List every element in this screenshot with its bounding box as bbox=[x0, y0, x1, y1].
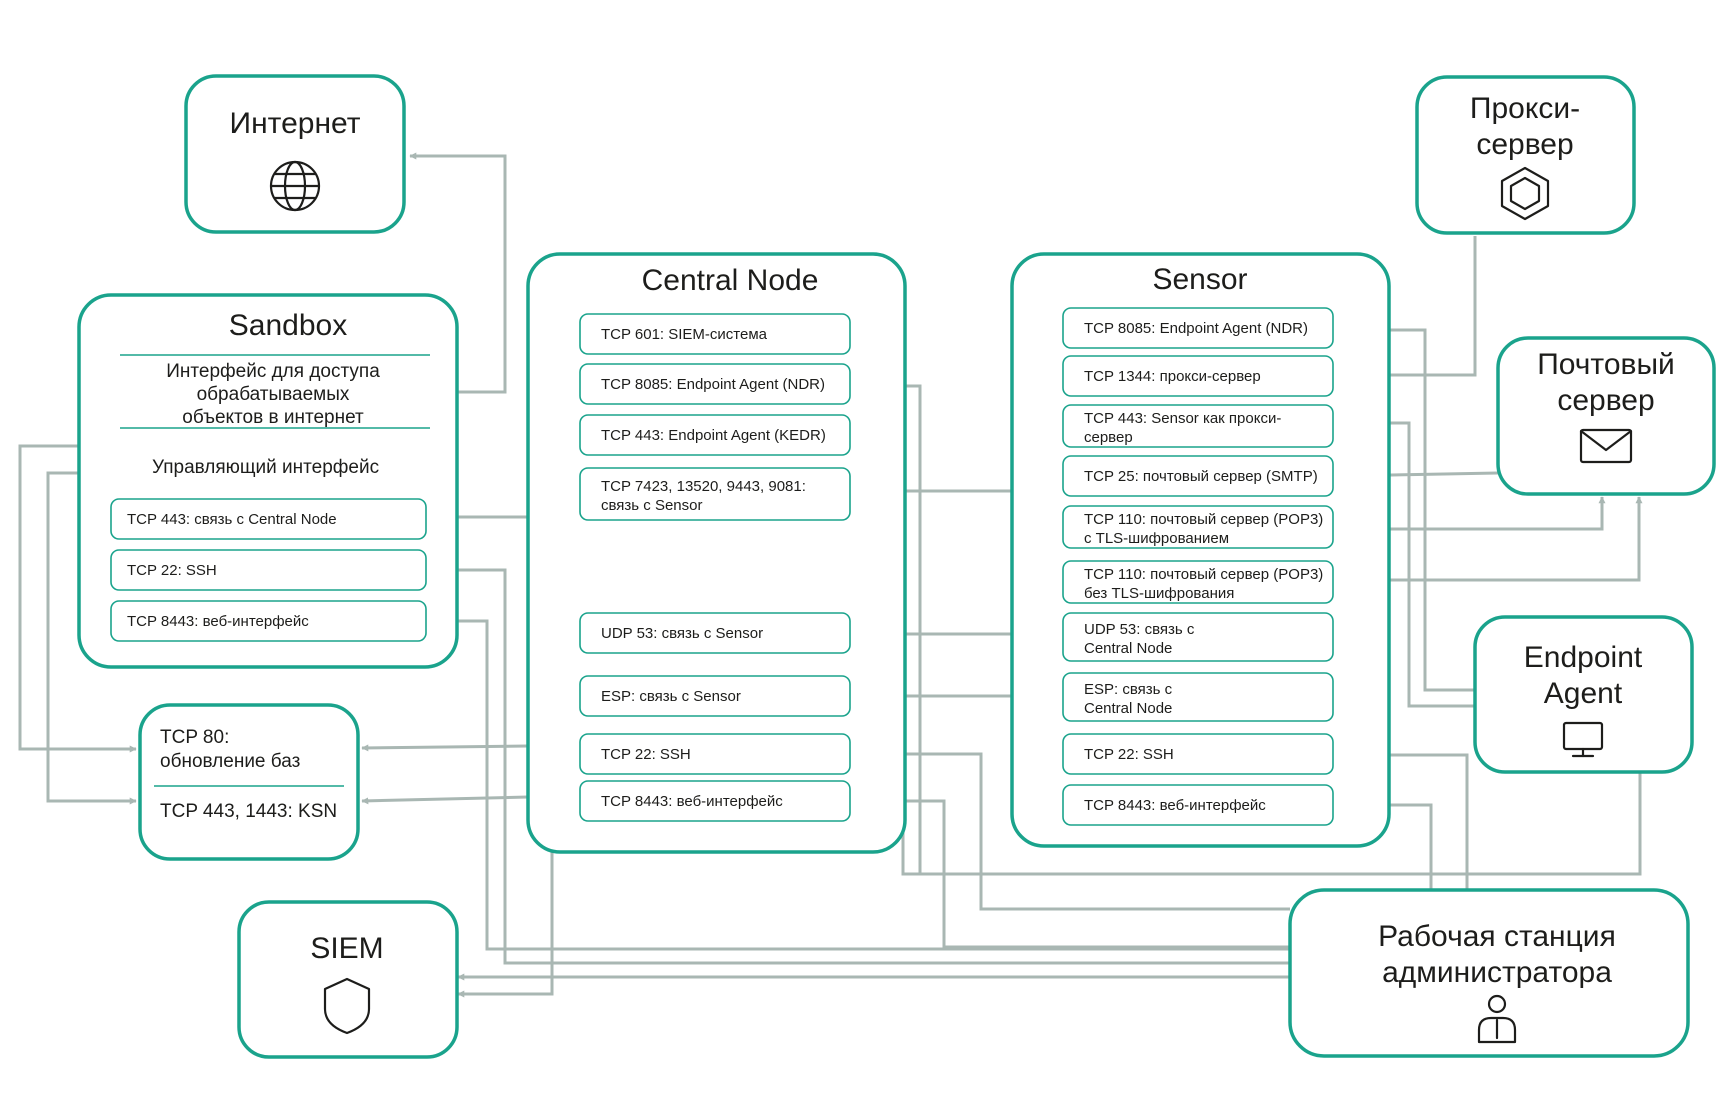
sensor-port-10-label: TCP 8443: веб-интерфейс bbox=[1084, 797, 1266, 814]
central-port-1: TCP 601: SIEM-система bbox=[579, 313, 851, 355]
proxy-title-line2: сервер bbox=[1476, 128, 1573, 161]
connector-central-ksn bbox=[361, 795, 529, 805]
central-port-2-label: TCP 8085: Endpoint Agent (NDR) bbox=[601, 376, 825, 393]
sensor-port-9-label: TCP 22: SSH bbox=[1084, 746, 1174, 763]
mail-title-line2: сервер bbox=[1557, 384, 1654, 417]
user-icon bbox=[1477, 994, 1517, 1044]
central-title: Central Node bbox=[642, 264, 819, 297]
sandbox-port-2-label: TCP 22: SSH bbox=[127, 562, 217, 579]
sensor-port-10: TCP 8443: веб-интерфейс bbox=[1062, 784, 1334, 826]
central-port-7: TCP 22: SSH bbox=[579, 733, 851, 775]
monitor-icon bbox=[1562, 721, 1604, 758]
sensor-port-8-label-2: Central Node bbox=[1084, 700, 1172, 717]
internet-node: Интернет bbox=[184, 74, 406, 234]
siem-node: SIEM bbox=[237, 900, 459, 1059]
connector-admin-sandbox-ssh bbox=[429, 566, 1290, 965]
siem-title: SIEM bbox=[310, 932, 383, 965]
sandbox-internet-iface-line3: объектов в интернет bbox=[182, 407, 364, 428]
connector-admin-central-ssh bbox=[853, 750, 1290, 911]
central-port-6: ESP: связь с Sensor bbox=[579, 675, 851, 717]
central-port-8: TCP 8443: веб-интерфейс bbox=[579, 780, 851, 822]
proxy-node: Прокси- сервер bbox=[1415, 75, 1636, 235]
shield-icon bbox=[323, 977, 371, 1035]
sensor-port-9: TCP 22: SSH bbox=[1062, 733, 1334, 775]
central-port-7-label: TCP 22: SSH bbox=[601, 746, 691, 763]
central-port-8-label: TCP 8443: веб-интерфейс bbox=[601, 793, 783, 810]
sensor-port-1-label: TCP 8085: Endpoint Agent (NDR) bbox=[1084, 320, 1308, 337]
endpoint-title-line1: Endpoint bbox=[1524, 641, 1643, 674]
central-port-4: TCP 7423, 13520, 9443, 9081: связь с Sens… bbox=[579, 467, 851, 521]
sensor-ports: TCP 8085: Endpoint Agent (NDR) TCP 1344: … bbox=[1062, 307, 1334, 826]
sensor-port-3: TCP 443: Sensor как прокси-сервер bbox=[1062, 404, 1334, 448]
sandbox-node: Sandbox Интерфейс для доступа обрабатыва… bbox=[77, 293, 459, 669]
connector-sandbox-internet bbox=[409, 152, 507, 396]
sensor-port-7-label-1: UDP 53: связь с bbox=[1084, 621, 1195, 638]
admin-title-line2: администратора bbox=[1382, 956, 1612, 989]
connector-central-tcp80 bbox=[361, 744, 529, 752]
sensor-port-3-label-1: TCP 443: Sensor как прокси- bbox=[1084, 410, 1281, 427]
sensor-port-4: TCP 25: почтовый сервер (SMTP) bbox=[1062, 455, 1334, 497]
connector-sandbox-tcp80 bbox=[18, 444, 137, 753]
updates-node: TCP 80: обновление баз TCP 443, 1443: KS… bbox=[138, 703, 360, 861]
sensor-port-3-label-2: сервер bbox=[1084, 429, 1133, 446]
sensor-port-7: UDP 53: связь с Central Node bbox=[1062, 612, 1334, 662]
central-port-3-label: TCP 443: Endpoint Agent (KEDR) bbox=[601, 427, 826, 444]
sensor-port-5-label-1: TCP 110: почтовый сервер (POP3) bbox=[1084, 511, 1323, 528]
endpoint-title-line2: Agent bbox=[1544, 677, 1623, 710]
sandbox-port-1-label: TCP 443: связь с Central Node bbox=[127, 511, 337, 528]
sensor-node: Sensor TCP 8085: Endpoint Agent (NDR)TCP… bbox=[1010, 252, 1391, 848]
sensor-port-6-label-1: TCP 110: почтовый сервер (POP3) bbox=[1084, 566, 1323, 583]
sensor-port-4-label: TCP 25: почтовый сервер (SMTP) bbox=[1084, 468, 1318, 485]
sensor-port-2-label: TCP 1344: прокси-сервер bbox=[1084, 368, 1261, 385]
admin-title-line1: Рабочая станция bbox=[1378, 920, 1616, 953]
updates-tcp80-line1: TCP 80: bbox=[160, 727, 229, 748]
admin-workstation-node: Рабочая станция администратора bbox=[1288, 888, 1690, 1058]
sensor-port-6: TCP 110: почтовый сервер (POP3) без TLS-ш… bbox=[1062, 560, 1334, 604]
sandbox-title: Sandbox bbox=[229, 309, 347, 342]
internet-title: Интернет bbox=[230, 107, 361, 140]
sensor-port-7-label-2: Central Node bbox=[1084, 640, 1172, 657]
central-port-4-label-1: TCP 7423, 13520, 9443, 9081: bbox=[601, 478, 806, 495]
globe-icon bbox=[269, 160, 321, 212]
sensor-port-5-label-2: с TLS-шифрованием bbox=[1084, 530, 1229, 547]
connector-sensor-mail-pop3-tls bbox=[1333, 496, 1606, 531]
central-port-2: TCP 8085: Endpoint Agent (NDR) bbox=[579, 363, 851, 405]
sandbox-internet-iface-line1: Интерфейс для доступа bbox=[166, 361, 380, 382]
sandbox-port-1: TCP 443: связь с Central Node bbox=[110, 498, 427, 540]
sandbox-port-3: TCP 8443: веб-интерфейс bbox=[110, 600, 427, 642]
updates-tcp80-line2: обновление баз bbox=[160, 751, 300, 772]
sensor-title: Sensor bbox=[1152, 263, 1247, 296]
central-port-4-label-2: связь с Sensor bbox=[601, 497, 702, 514]
proxy-title-line1: Прокси- bbox=[1470, 92, 1580, 125]
central-port-3: TCP 443: Endpoint Agent (KEDR) bbox=[579, 414, 851, 456]
sensor-port-5: TCP 110: почтовый сервер (POP3) с TLS-шиф… bbox=[1062, 505, 1334, 549]
mail-node: Почтовый сервер bbox=[1496, 336, 1716, 496]
envelope-icon bbox=[1579, 428, 1633, 464]
central-port-1-label: TCP 601: SIEM-система bbox=[601, 326, 768, 343]
central-port-5: UDP 53: связь с Sensor bbox=[579, 612, 851, 654]
central-port-6-label: ESP: связь с Sensor bbox=[601, 688, 741, 705]
central-port-5-label: UDP 53: связь с Sensor bbox=[601, 625, 763, 642]
sensor-port-6-label-2: без TLS-шифрования bbox=[1084, 585, 1234, 602]
hexagon-icon bbox=[1500, 166, 1550, 221]
mail-title-line1: Почтовый bbox=[1537, 348, 1675, 381]
connector-sensor-mail-pop3 bbox=[1333, 496, 1643, 582]
sandbox-mgmt-iface: Управляющий интерфейс bbox=[152, 457, 379, 478]
sensor-port-8-label-1: ESP: связь с bbox=[1084, 681, 1173, 698]
sensor-port-2: TCP 1344: прокси-сервер bbox=[1062, 355, 1334, 397]
sandbox-port-2: TCP 22: SSH bbox=[110, 549, 427, 591]
sandbox-internet-iface-line2: обрабатываемых bbox=[197, 384, 350, 405]
sandbox-port-3-label: TCP 8443: веб-интерфейс bbox=[127, 613, 309, 630]
updates-ksn: TCP 443, 1443: KSN bbox=[160, 801, 337, 822]
sensor-port-8: ESP: связь с Central Node bbox=[1062, 672, 1334, 722]
endpoint-agent-node: Endpoint Agent bbox=[1473, 615, 1694, 774]
sensor-port-1: TCP 8085: Endpoint Agent (NDR) bbox=[1062, 307, 1334, 349]
